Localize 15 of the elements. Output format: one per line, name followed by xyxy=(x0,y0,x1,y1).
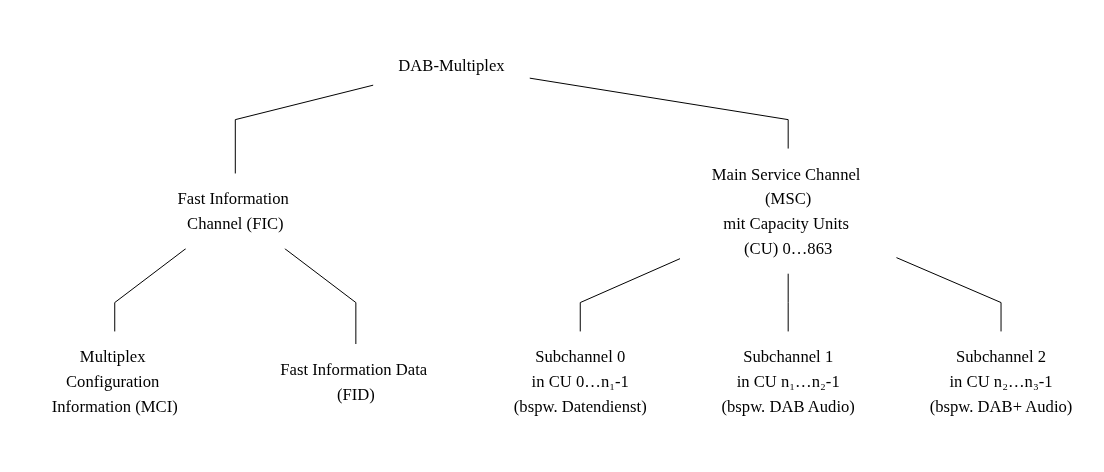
connector xyxy=(234,84,374,175)
node-text: Subchannel 1 in CU n₁…n₂-1 (bspw. DAB Audio) xyxy=(721,347,855,416)
connector xyxy=(895,257,1002,333)
node-text: Main Service Channel (MSC) mit Capacity Units (CU) 0…863 xyxy=(711,164,861,258)
connector xyxy=(284,247,357,345)
connector xyxy=(114,247,187,333)
connector xyxy=(529,77,789,150)
node-text: Multiplex Configuration Information (MCI) xyxy=(51,347,178,416)
node-text: Subchannel 0 in CU 0…n₁-1 (bspw. Datendienst) xyxy=(513,347,647,416)
node-text: Subchannel 2 in CU n₂…n₃-1 (bspw. DAB+ Audio) xyxy=(929,347,1073,416)
connector xyxy=(787,272,789,333)
node-text: Fast Information Channel (FIC) xyxy=(177,189,289,233)
connector xyxy=(579,258,681,333)
node-text: Fast Information Data (FID) xyxy=(280,359,428,404)
node-text: DAB-Multiplex xyxy=(398,56,505,75)
